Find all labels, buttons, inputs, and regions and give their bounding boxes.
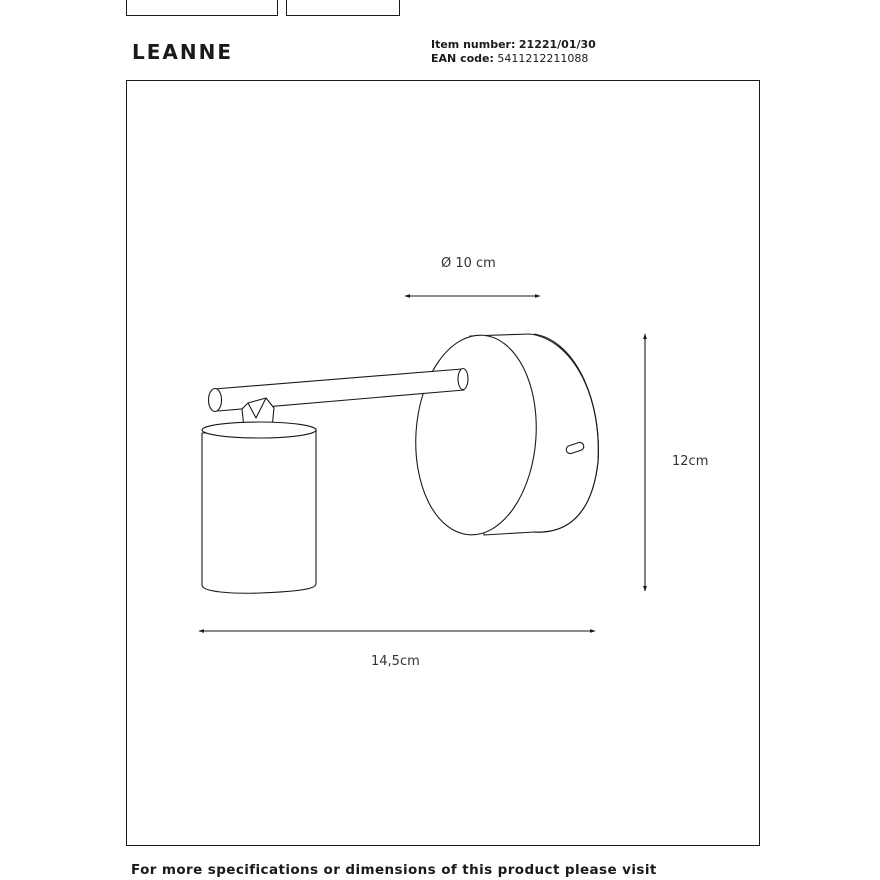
footer-note: For more specifications or dimensions of…	[131, 862, 657, 878]
height-label: 12cm	[672, 454, 709, 469]
logo-box-right: D E	[286, 0, 400, 16]
ean-label: EAN code:	[431, 52, 494, 65]
item-number-label: Item number:	[431, 38, 516, 51]
lamp-shade	[201, 421, 317, 594]
ean-row: EAN code: 5411212211088	[431, 52, 596, 66]
drawing-frame	[126, 80, 760, 846]
ean-value: 5411212211088	[497, 52, 589, 65]
brand-logo: L U C D E	[126, 0, 400, 18]
product-meta: Item number: 21221/01/30 EAN code: 54112…	[431, 38, 596, 66]
item-number-row: Item number: 21221/01/30	[431, 38, 596, 52]
logo-box-left: L U C	[126, 0, 278, 16]
wall-plate-slot	[565, 441, 585, 455]
item-number-value: 21221/01/30	[518, 38, 596, 51]
width-label: 14,5cm	[371, 654, 420, 669]
lamp-arm	[207, 367, 469, 413]
product-name: LEANNE	[132, 40, 234, 64]
diameter-label: Ø 10 cm	[441, 256, 496, 271]
wall-plate	[415, 333, 599, 536]
